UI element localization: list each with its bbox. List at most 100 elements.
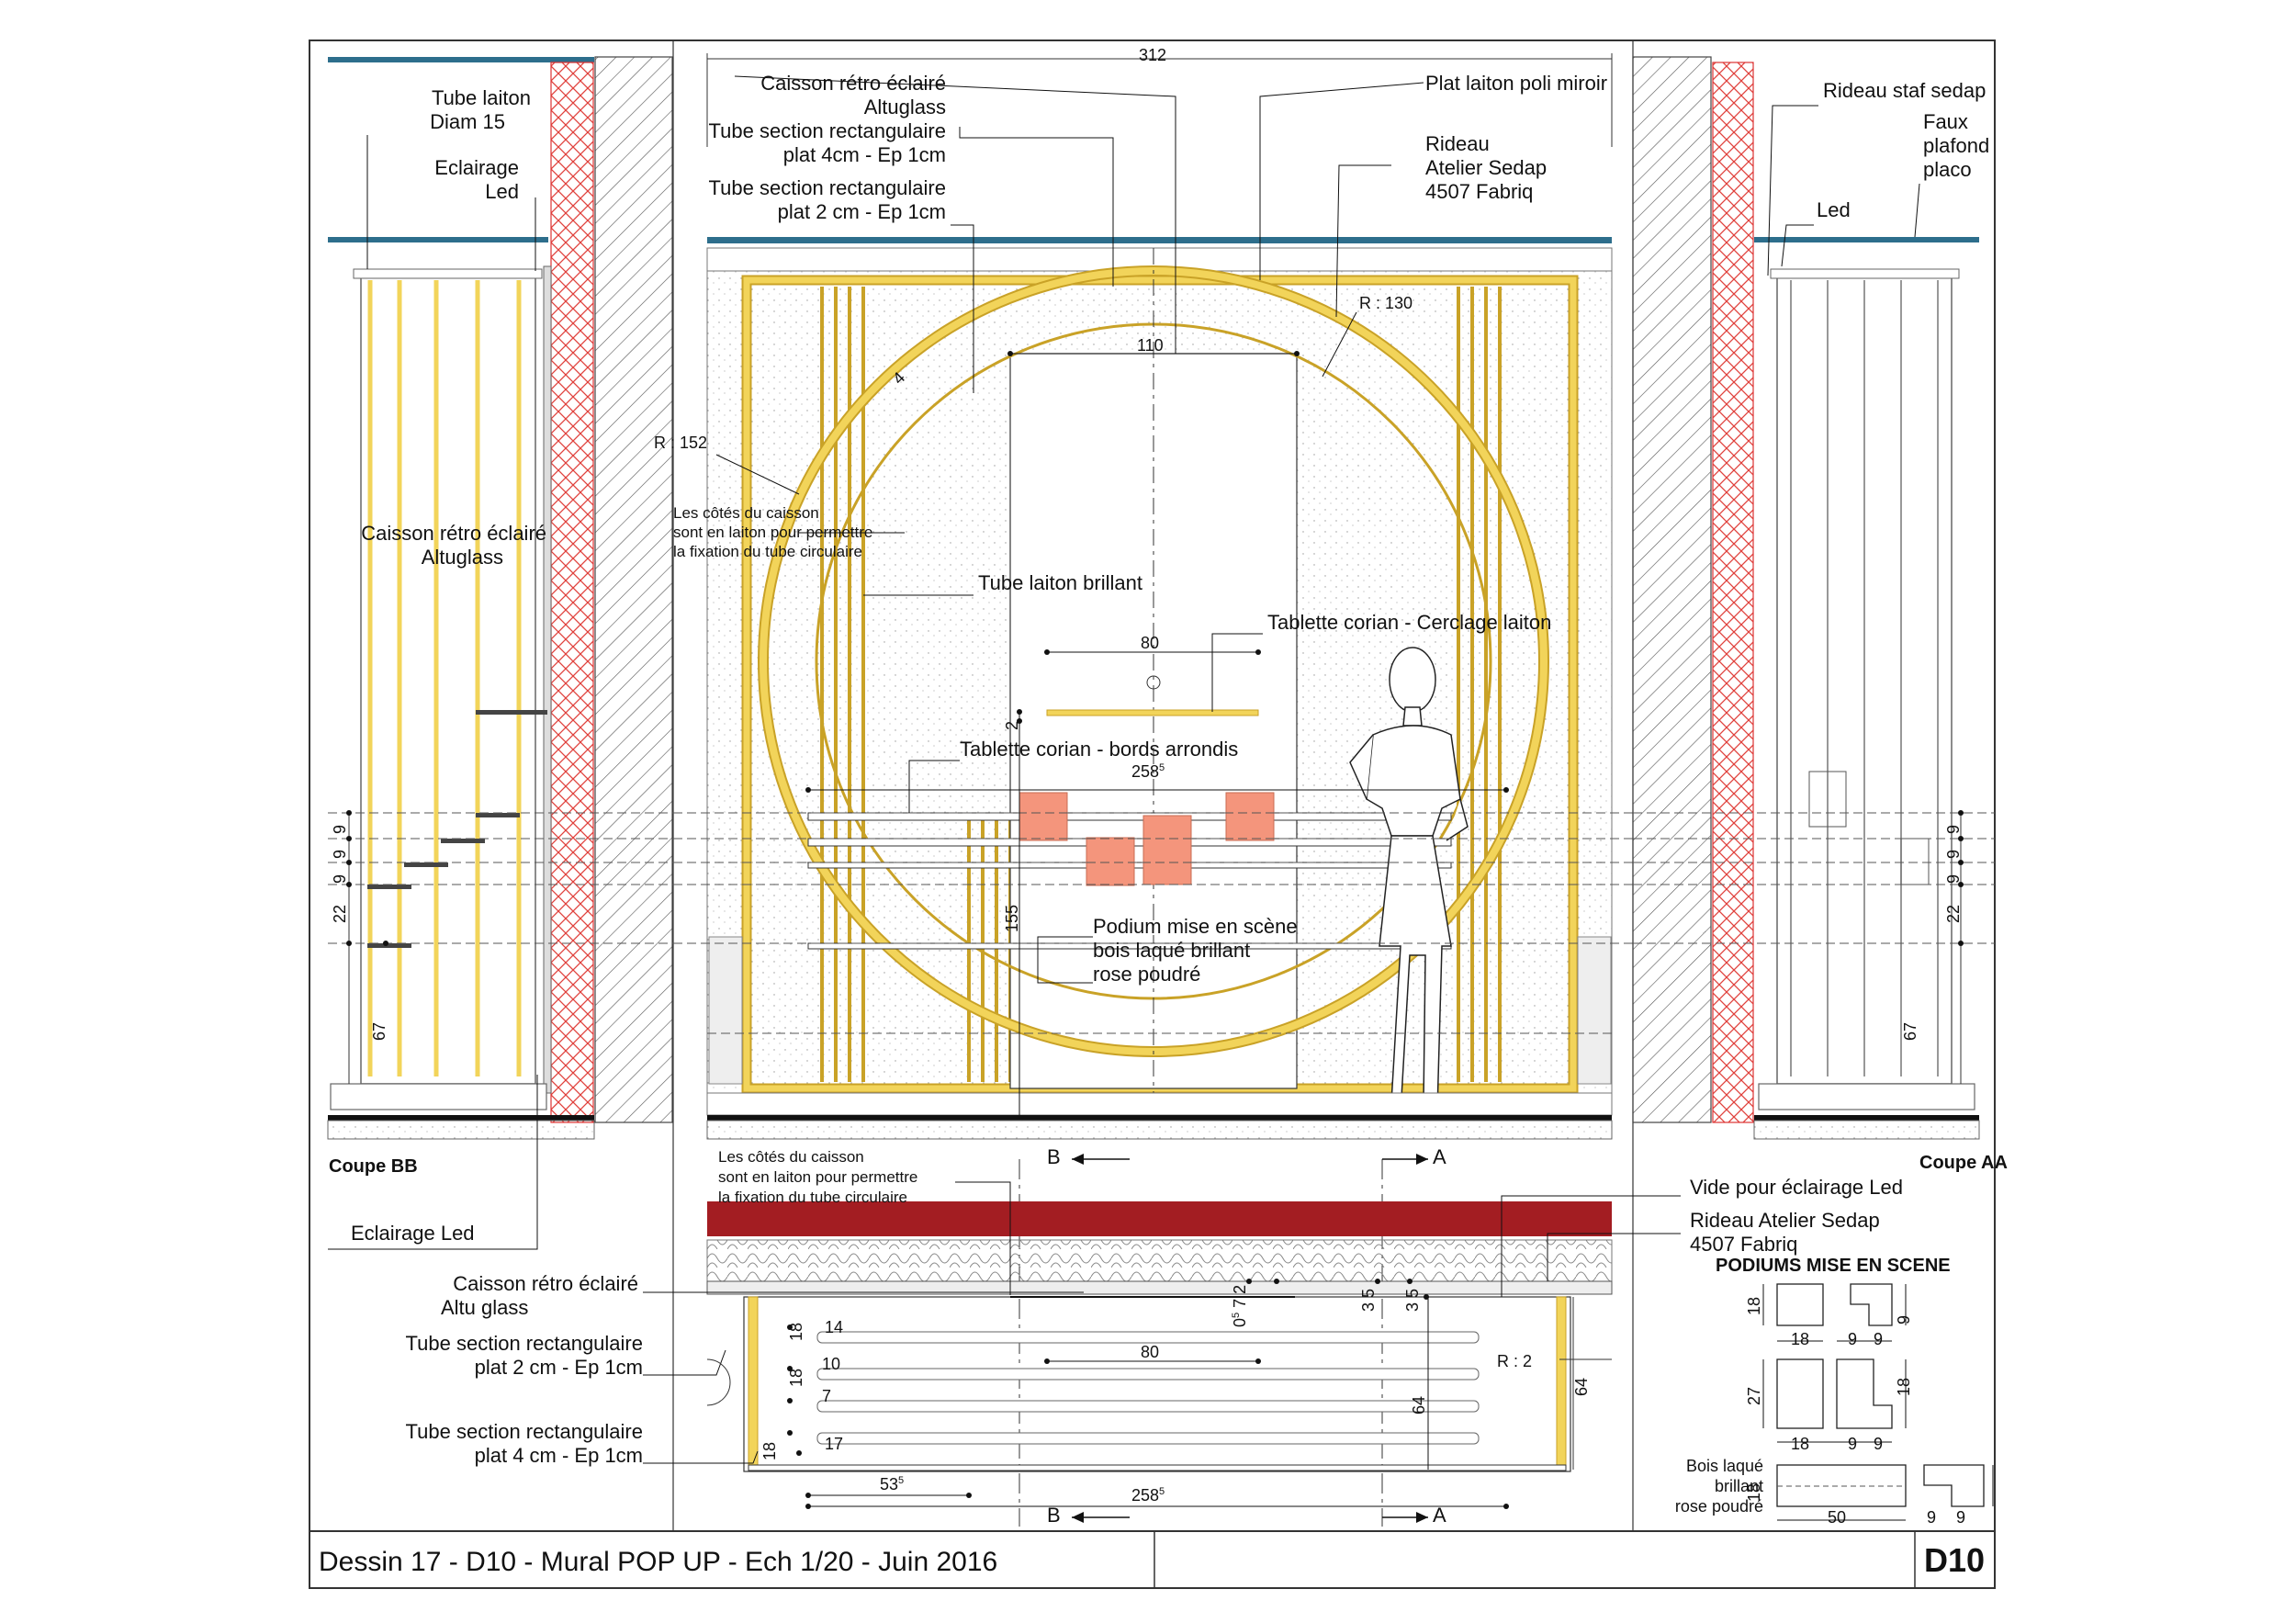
label-podium-3: rose poudré [1093,963,1201,986]
dim-9-pod-d: 9 [1848,1435,1858,1453]
label-bois-1: Bois laqué [1685,1457,1763,1475]
label-section-a-top: A [1433,1145,1446,1168]
dim-155: 155 [1003,904,1021,932]
dim-9-pod-b: 9 [1874,1330,1884,1348]
label-tube2-b1: Tube section rectangulaire [405,1332,643,1355]
dim-22-left: 22 [331,904,349,923]
dim-18-pod-c: 18 [1791,1435,1810,1453]
dim-80: 80 [1141,634,1160,652]
label-section-b-bottom: B [1047,1504,1061,1527]
coupe-aa-elevation [1632,56,1995,1140]
dim-9-pod-a: 9 [1848,1330,1858,1348]
label-rideau-b1: Rideau Atelier Sedap [1690,1209,1880,1232]
label-cotes-1: Les côtés du caisson [673,504,819,522]
dim-258-plan: 2585 [1131,1486,1165,1505]
label-4507: 4507 Fabriq [1425,180,1534,203]
dim-18-pod-a: 18 [1745,1296,1763,1315]
dim-18-plan-c: 18 [760,1441,779,1460]
label-plafond: plafond [1923,134,1990,157]
dim-53: 535 [880,1475,905,1493]
dim-9-right-a: 9 [1944,873,1963,884]
dim-17: 17 [825,1435,844,1453]
dim-50-pod: 50 [1828,1508,1847,1527]
dim-18-plan-b: 18 [787,1368,805,1387]
dim-18-pod-d: 18 [1895,1377,1913,1396]
coupe-bb-elevation [327,56,673,1250]
label-diam15: Diam 15 [430,110,505,133]
dim-22-right: 22 [1944,904,1963,923]
label-altuglass-left: Altuglass [421,546,503,569]
podiums-title: PODIUMS MISE EN SCENE [1716,1256,1951,1276]
dim-9-right-b: 9 [1944,849,1963,859]
dim-64-plan-b: 64 [1572,1377,1591,1396]
label-rideau-b2: 4507 Fabriq [1690,1233,1798,1256]
label-r152: R : 152 [654,434,708,452]
label-caisson-b1: Caisson rétro éclairé [453,1272,638,1295]
label-bois-3: rose poudré [1674,1497,1763,1516]
label-led-right: Led [1817,198,1851,221]
dim-110: 110 [1137,336,1164,355]
label-altuglass-top: Altuglass [863,96,946,118]
label-caisson-top: Caisson rétro éclairé [760,72,946,95]
dim-18-plan-a: 18 [787,1322,805,1341]
dim-2: 2 [1003,720,1021,730]
label-tube2-spec: plat 2 cm - Ep 1cm [777,200,946,223]
label-caisson-left: Caisson rétro éclairé [361,522,546,545]
wall-hatch-left [594,56,673,1123]
label-tablette-cerclage: Tablette corian - Cerclage laiton [1267,611,1552,634]
dim-258: 2585 [1131,762,1165,781]
label-cotes-3: la fixation du tube circulaire [673,543,863,560]
dim-14: 14 [825,1318,844,1336]
label-tube4-spec: plat 4cm - Ep 1cm [782,143,946,166]
label-r2: R : 2 [1497,1352,1533,1370]
dim-7: 7 [822,1387,832,1405]
dim-9-right-c: 9 [1944,824,1963,834]
label-coupe-aa: Coupe AA [1919,1153,2008,1173]
label-bois-2: brillant [1714,1477,1763,1495]
label-r130: R : 130 [1359,294,1413,312]
label-tube4-b2: plat 4 cm - Ep 1cm [474,1444,643,1467]
dim-67-left: 67 [370,1021,388,1041]
label-tube4-b1: Tube section rectangulaire [405,1420,643,1443]
label-atelier-sedap: Atelier Sedap [1425,156,1548,179]
label-coupe-bb: Coupe BB [329,1156,418,1177]
label-cotes-2: sont en laiton pour permettre [673,524,873,541]
dim-10: 10 [822,1355,841,1373]
dim-18-pod-b: 18 [1791,1330,1810,1348]
insulation-left [550,62,594,1123]
label-tube2-b2: plat 2 cm - Ep 1cm [474,1356,643,1379]
dim-80-plan: 80 [1141,1343,1160,1361]
label-tube4: Tube section rectangulaire [708,119,946,142]
dim-27-pod: 27 [1745,1386,1763,1405]
label-podium-2: bois laqué brillant [1093,939,1251,962]
podiums-detail [1762,1283,1994,1521]
label-vide-led: Vide pour éclairage Led [1690,1176,1903,1199]
label-rideau-staf: Rideau staf sedap [1823,79,1986,102]
podium-3 [1142,815,1192,885]
label-cotes-b3: la fixation du tube circulaire [718,1189,908,1206]
dim-67-right: 67 [1901,1021,1919,1041]
label-placo: placo [1923,158,1972,181]
label-tube-laiton: Tube laiton [431,86,531,109]
sheet-border [309,39,1996,1589]
podium-4 [1225,792,1275,841]
dim-312: 312 [1139,46,1167,64]
label-eclairage: Eclairage [434,156,519,179]
dim-05: 05 7 2 [1231,1284,1249,1327]
label-rideau: Rideau [1425,132,1490,155]
dim-9-left-a: 9 [331,873,349,884]
label-faux: Faux [1923,110,1968,133]
label-section-b-top: B [1047,1145,1061,1168]
dim-64-plan: 64 [1410,1395,1428,1414]
label-eclairage-led-bottom: Eclairage Led [351,1222,475,1245]
label-plat-laiton: Plat laiton poli miroir [1425,72,1608,95]
label-podium-1: Podium mise en scène [1093,915,1298,938]
label-cotes-b1: Les côtés du caisson [718,1148,864,1166]
dim-9-pod-e: 9 [1874,1435,1884,1453]
label-section-a-bottom: A [1433,1504,1446,1527]
plan-view [643,1181,1681,1509]
mannequin [1349,647,1469,1114]
dim-3-5: 3 5 [1359,1288,1378,1312]
rideau-plan [707,1201,1612,1236]
